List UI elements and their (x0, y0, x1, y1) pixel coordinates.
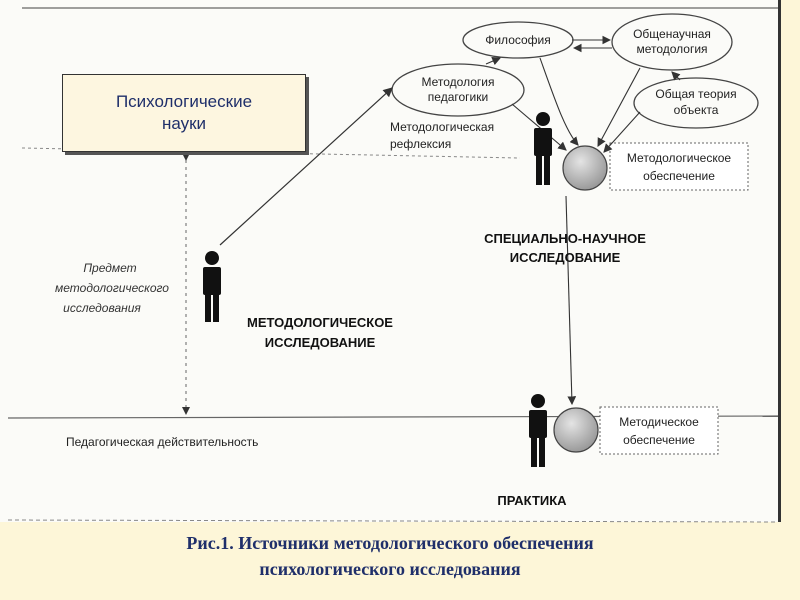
ball-meth-support (562, 145, 608, 191)
caption-line2: психологического исследования (259, 559, 521, 579)
label-general-science-2: методология (636, 42, 707, 56)
person-special-icon (534, 112, 552, 185)
arrow-down-to-practice (565, 195, 577, 406)
label-reflection-1: Методологическая (390, 120, 494, 134)
arrow-philosophy-ball (539, 57, 579, 146)
figure-caption: Рис.1. Источники методологического обесп… (0, 530, 780, 582)
box-methodic-support (599, 406, 719, 455)
label-general-science-1: Общенаучная (633, 27, 711, 41)
label-methodic-support-1: Методическое (619, 415, 699, 429)
label-subject-3: исследования (63, 301, 141, 315)
science-level-line (21, 147, 521, 159)
arrow-to-method-pedagogy (219, 87, 393, 246)
arrow-general-theory-up (671, 71, 681, 81)
box-meth-support (609, 142, 749, 191)
label-special-2: ИССЛЕДОВАНИЕ (510, 250, 621, 265)
caption-line1: Рис.1. Источники методологического обесп… (186, 533, 594, 553)
label-method-pedagogy-2: педагогики (428, 90, 488, 104)
person-methodological-icon (203, 251, 221, 322)
node-general-theory (633, 77, 759, 129)
arrow-theory-ball (603, 111, 641, 153)
label-reflection-2: рефлексия (390, 137, 451, 151)
label-special-1: СПЕЦИАЛЬНО-НАУЧНОЕ (484, 231, 646, 246)
label-subject-1: Предмет (83, 261, 136, 275)
arrow-pedagogy-philosophy (485, 56, 502, 66)
ball-methodic-support (553, 407, 599, 453)
label-ped-reality: Педагогическая действительность (66, 435, 258, 449)
label-methodic-support-2: обеспечение (623, 433, 695, 447)
label-meth-research-1: МЕТОДОЛОГИЧЕСКОЕ (247, 315, 393, 330)
arrow-general-ball (597, 67, 641, 147)
psychological-sciences-box: Психологические науки (62, 74, 306, 152)
label-subject-2: методологического (55, 281, 169, 295)
label-method-pedagogy-1: Методология (422, 75, 495, 89)
label-meth-support-2: обеспечение (643, 169, 715, 183)
label-meth-support-1: Методологическое (627, 151, 731, 165)
label-general-theory-1: Общая теория (655, 87, 736, 101)
label-meth-research-2: ИССЛЕДОВАНИЕ (265, 335, 376, 350)
psy-box-line2: науки (161, 114, 207, 133)
label-practice: ПРАКТИКА (497, 493, 567, 508)
bottom-boundary-line (7, 519, 779, 523)
label-general-theory-2: объекта (674, 103, 719, 117)
psy-box-line1: Психологические (115, 92, 253, 111)
person-practice-icon (529, 394, 547, 467)
node-general-science (611, 13, 733, 71)
arrow-pedagogy-ball (511, 103, 567, 151)
label-philosophy: Философия (485, 33, 551, 47)
